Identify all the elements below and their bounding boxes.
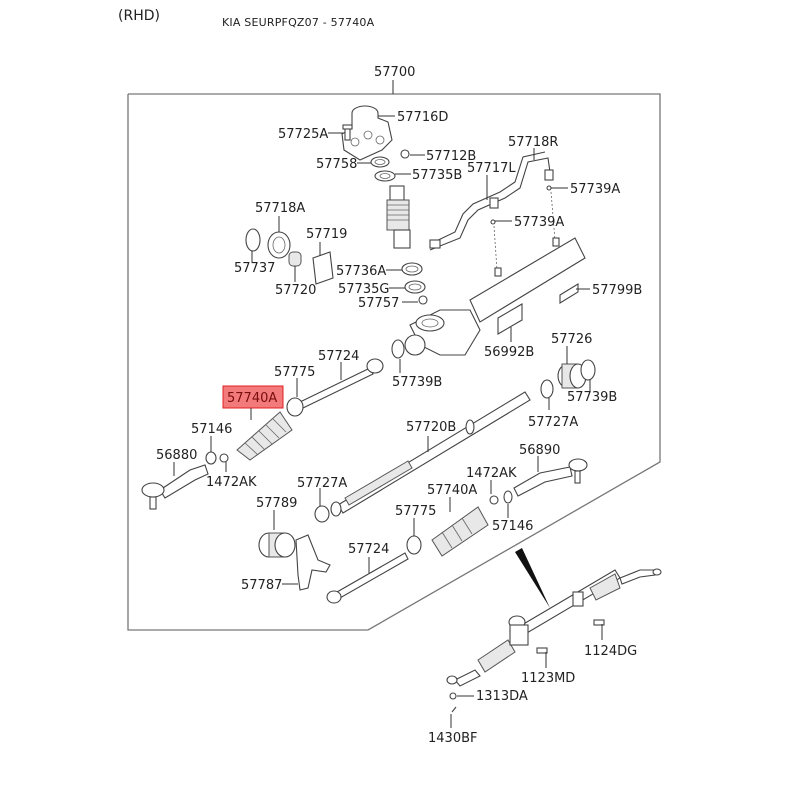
boot-clamp-part[interactable] xyxy=(286,397,304,417)
gear-housing-part[interactable] xyxy=(404,237,586,356)
part-label-1472AK-right[interactable]: 1472AK xyxy=(466,466,517,481)
pointer-arrow-icon xyxy=(515,548,550,608)
clip-part[interactable] xyxy=(219,453,229,463)
mounting-bushing-part[interactable] xyxy=(258,532,296,558)
part-label-57712B[interactable]: 57712B xyxy=(426,149,476,164)
part-label-56880[interactable]: 56880 xyxy=(156,448,197,463)
part-label-57720B[interactable]: 57720B xyxy=(406,420,456,435)
part-label-57775-lower[interactable]: 57775 xyxy=(395,504,436,519)
rack-support-yoke-part[interactable] xyxy=(312,251,334,285)
part-label-57789[interactable]: 57789 xyxy=(256,496,297,511)
boot-clamp-part[interactable] xyxy=(406,535,422,555)
part-label-57757[interactable]: 57757 xyxy=(358,296,399,311)
part-highlight-57740A[interactable] xyxy=(222,385,284,409)
tie-rod-end-part[interactable] xyxy=(513,458,588,497)
bellows-boot-part[interactable] xyxy=(236,411,293,461)
part-label-57146-left[interactable]: 57146 xyxy=(191,422,232,437)
part-label-57717L[interactable]: 57717L xyxy=(467,161,516,176)
oil-seal-part[interactable] xyxy=(404,280,426,294)
part-label-57740A-lower[interactable]: 57740A xyxy=(427,483,477,498)
oil-seal-part[interactable] xyxy=(540,379,554,399)
part-label-57739A-right[interactable]: 57739A xyxy=(570,182,620,197)
label-plate-part[interactable] xyxy=(497,303,523,335)
part-label-57775-upper[interactable]: 57775 xyxy=(274,365,315,380)
locknut-part[interactable] xyxy=(267,231,291,259)
rack-bar-part[interactable] xyxy=(330,391,531,517)
part-label-57146-right[interactable]: 57146 xyxy=(492,519,533,534)
oil-seal-part[interactable] xyxy=(374,170,396,182)
diagram-title: KIA SEURPFQZ07 - 57740A xyxy=(222,16,375,29)
part-label-56992B[interactable]: 56992B xyxy=(484,345,534,360)
part-label-57799B[interactable]: 57799B xyxy=(592,283,642,298)
part-label-57736A[interactable]: 57736A xyxy=(336,264,386,279)
part-label-1123MD[interactable]: 1123MD xyxy=(521,671,575,686)
part-label-57727A-left[interactable]: 57727A xyxy=(297,476,347,491)
part-label-57739A-left[interactable]: 57739A xyxy=(514,215,564,230)
part-label-1313DA[interactable]: 1313DA xyxy=(476,689,528,704)
part-label-57735G[interactable]: 57735G xyxy=(338,282,389,297)
rack-bushing-part[interactable] xyxy=(557,363,587,389)
part-label-57724-lower[interactable]: 57724 xyxy=(348,542,389,557)
o-ring-part[interactable] xyxy=(391,339,405,359)
part-label-57740A-highlighted[interactable]: 57740A xyxy=(227,391,277,406)
oil-seal-part[interactable] xyxy=(314,505,330,523)
seal-ring-part[interactable] xyxy=(370,156,390,168)
part-label-57718R[interactable]: 57718R xyxy=(508,135,558,150)
o-ring-part[interactable] xyxy=(580,359,596,381)
part-label-57758[interactable]: 57758 xyxy=(316,157,357,172)
bellows-boot-part[interactable] xyxy=(431,506,489,557)
cotter-pin-part[interactable] xyxy=(451,706,457,713)
o-ring-part[interactable] xyxy=(546,185,552,191)
feed-pipe-part[interactable] xyxy=(429,151,554,251)
yoke-spring-part[interactable] xyxy=(288,251,302,267)
part-label-1124DG[interactable]: 1124DG xyxy=(584,644,637,659)
label-plate-part[interactable] xyxy=(559,283,579,304)
part-label-57787[interactable]: 57787 xyxy=(241,578,282,593)
assembly-frame xyxy=(127,93,661,631)
bolt-part[interactable] xyxy=(593,619,605,626)
part-label-57726[interactable]: 57726 xyxy=(551,332,592,347)
locknut-part[interactable] xyxy=(503,490,513,504)
bolt-part[interactable] xyxy=(342,124,353,141)
part-label-57719[interactable]: 57719 xyxy=(306,227,347,242)
bolt-part[interactable] xyxy=(536,647,548,654)
part-label-57737[interactable]: 57737 xyxy=(234,261,275,276)
part-label-57739B-left[interactable]: 57739B xyxy=(392,375,442,390)
part-label-56890[interactable]: 56890 xyxy=(519,443,560,458)
steering-side-label: (RHD) xyxy=(118,8,160,24)
part-label-1430BF[interactable]: 1430BF xyxy=(428,731,477,746)
assembly-label: 57700 xyxy=(374,65,415,80)
nut-part[interactable] xyxy=(449,692,457,700)
part-label-57739B-right[interactable]: 57739B xyxy=(567,390,617,405)
tie-rod-end-part[interactable] xyxy=(141,464,209,510)
part-label-57735B[interactable]: 57735B xyxy=(412,168,462,183)
bearing-part[interactable] xyxy=(418,295,428,305)
o-ring-part[interactable] xyxy=(490,219,496,225)
yoke-plug-part[interactable] xyxy=(245,228,261,252)
part-label-57720[interactable]: 57720 xyxy=(275,283,316,298)
part-label-57725A[interactable]: 57725A xyxy=(278,127,328,142)
part-label-57724-upper[interactable]: 57724 xyxy=(318,349,359,364)
seal-part[interactable] xyxy=(401,262,423,276)
nut-part[interactable] xyxy=(400,149,410,159)
part-label-1472AK-left[interactable]: 1472AK xyxy=(206,475,257,490)
part-label-57716D[interactable]: 57716D xyxy=(397,110,448,125)
assembled-rack-view[interactable] xyxy=(446,568,662,687)
locknut-part[interactable] xyxy=(205,451,217,465)
clip-part[interactable] xyxy=(489,495,499,505)
pinion-shaft-part[interactable] xyxy=(386,185,411,249)
part-label-57718A[interactable]: 57718A xyxy=(255,201,305,216)
part-label-57727A-right[interactable]: 57727A xyxy=(528,415,578,430)
inner-tie-rod-part[interactable] xyxy=(326,552,409,604)
mounting-bracket-part[interactable] xyxy=(295,534,331,591)
